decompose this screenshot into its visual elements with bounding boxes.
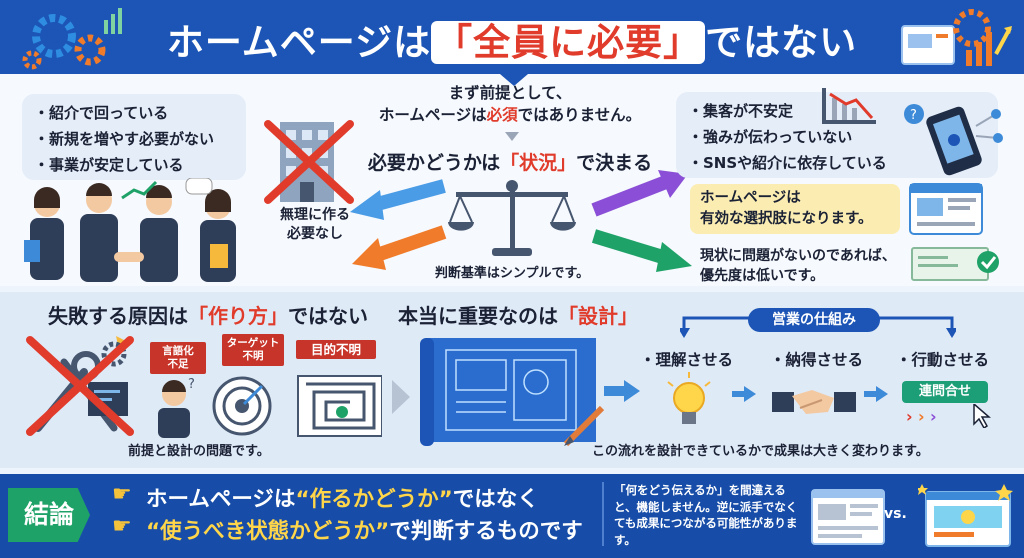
- list-item: ・紹介で回っている: [34, 104, 169, 122]
- declining-chart-icon: [822, 88, 876, 124]
- flag-unknown-target: ターゲット不明: [222, 334, 284, 366]
- cursor-chevrons-icon: › › ›: [906, 404, 992, 428]
- pointing-hand-icon: ☛: [112, 482, 132, 507]
- step-understand: ・理解させる: [640, 351, 734, 369]
- header-notch: [500, 74, 528, 86]
- right-arrows: [591, 170, 692, 272]
- business-people-illustration: [24, 178, 236, 282]
- conclusion-line-2: “使うべき状態かどうか”で判断するものです: [146, 519, 583, 544]
- scale-icon: [448, 180, 576, 256]
- blueprint-icon: [420, 338, 605, 447]
- svg-text:›: ›: [918, 407, 925, 426]
- low-priority-text: 現状に問題がないのであれば、優先度は低いです。: [700, 248, 896, 284]
- conclusion-note: 「何をどう伝えるか」を間違えると、機能しません。逆に派手でなくても成果につながる…: [614, 483, 798, 547]
- conclusion-label: 結論: [8, 488, 90, 542]
- conclusion-line-1: ホームページは“作るかどうか”ではなく: [146, 487, 539, 512]
- list-item: ・新規を増やす必要がない: [34, 130, 215, 148]
- handshake-icon: [772, 390, 856, 414]
- tools-crossed-icon: [26, 336, 134, 436]
- svg-text:›: ›: [930, 407, 937, 426]
- website-icon: [909, 183, 983, 235]
- failure-cause-heading: 失敗する原因は「作り方」ではない: [48, 304, 368, 328]
- page-title: ホームページは「全員に必要」ではない: [166, 21, 858, 64]
- svg-text:›: ›: [906, 407, 913, 426]
- lightbulb-icon: [667, 372, 711, 424]
- gears-icon: [22, 8, 122, 70]
- plain-website-icon: [811, 489, 885, 545]
- building-crossed-icon: [264, 120, 354, 204]
- no-need-bubble: [22, 94, 246, 180]
- effective-option-text: ホームページは有効な選択肢になります。: [700, 190, 873, 227]
- flow-note: この流れを設計できているかで成果は大きく変わります。: [592, 444, 929, 459]
- svg-text:?: ?: [910, 108, 917, 123]
- small-arrow-icon: [732, 386, 756, 402]
- premise-text: まず前提として、 ホームページは必須ではありません。: [378, 84, 642, 124]
- effective-option-box: [690, 184, 900, 234]
- no-need-list: ・紹介で回っている ・新規を増やす必要がない ・事業が安定している: [34, 100, 214, 178]
- simple-criteria-note: 判断基準はシンプルです。: [434, 266, 590, 281]
- failure-note: 前提と設計の問題です。: [128, 444, 270, 459]
- design-heading: 本当に重要なのは「設計」: [398, 304, 638, 328]
- decision-heading: 必要かどうかは「状況」で決まる: [367, 152, 653, 174]
- down-triangle-icon: [505, 132, 519, 141]
- step-convince: ・納得させる: [770, 351, 864, 369]
- analytics-icon: [901, 9, 1012, 66]
- confused-target-maze-illustration: ?: [158, 375, 382, 438]
- list-item: ・強みが伝わっていない: [688, 128, 853, 146]
- no-need-label: 無理に作る必要なし: [280, 207, 350, 242]
- pointing-hand-icon: ☛: [112, 514, 132, 539]
- step-act: ・行動させる: [896, 351, 990, 369]
- need-list: ・集客が不安定 ・強みが伝わっていない ・SNSや紹介に依存している: [688, 98, 887, 176]
- right-arrow-icon: [604, 380, 640, 402]
- title-highlight: 「全員に必要」: [431, 21, 706, 64]
- flashy-website-icon: [918, 484, 1013, 547]
- contact-button: 連問合せ: [902, 381, 988, 403]
- smartphone-icon: ?: [904, 104, 1003, 176]
- left-arrows: [350, 179, 447, 270]
- svg-text:?: ?: [188, 377, 195, 392]
- check-document-icon: [911, 247, 999, 281]
- footer-divider: [602, 482, 604, 546]
- flag-vague-wording: 言語化不足: [150, 342, 206, 374]
- gray-arrow-icon: [392, 380, 410, 414]
- list-item: ・集客が不安定: [688, 102, 794, 120]
- list-item: ・事業が安定している: [34, 156, 184, 174]
- versus-label: vs.: [884, 506, 907, 522]
- list-item: ・SNSや紹介に依存している: [688, 154, 887, 172]
- sales-system-label: 営業の仕組み: [748, 308, 880, 332]
- flag-unknown-goal: 目的不明: [296, 340, 376, 359]
- small-arrow-icon: [864, 386, 888, 402]
